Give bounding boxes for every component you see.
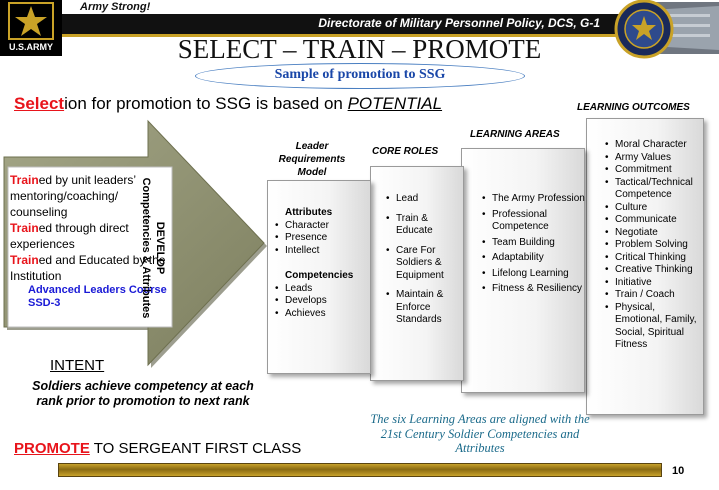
learning-areas-panel: The Army ProfessionProfessional Competen… [461, 148, 585, 393]
army-logo-text: U.S.ARMY [8, 42, 53, 52]
seal-icon [614, 0, 719, 59]
star-icon [8, 2, 54, 40]
competency-item: Leads [275, 283, 375, 296]
promote-statement: PROMOTE TO SERGEANT FIRST CLASS [14, 440, 301, 457]
learning-outcome-item: Culture [605, 202, 703, 215]
header-bar [60, 14, 620, 34]
learning-outcome-item: Negotiate [605, 227, 703, 240]
learning-outcome-item: Train / Coach [605, 289, 703, 302]
training-list: Trained by unit leaders’ mentoring/coach… [10, 172, 170, 310]
core-role-item: Maintain & Enforce Standards [386, 289, 462, 327]
competency-item: Develops [275, 295, 375, 308]
directorate-label: Directorate of Military Personnel Policy… [318, 16, 600, 30]
training-item-experience: Trained through direct experiences [10, 220, 170, 252]
competency-item: Achieves [275, 308, 375, 321]
attributes-list: CharacterPresenceIntellect [275, 220, 375, 258]
learning-outcome-item: Creative Thinking [605, 264, 703, 277]
potential-keyword: POTENTIAL [347, 94, 443, 113]
learning-outcomes-panel: Moral CharacterArmy ValuesCommitmentTact… [586, 118, 704, 415]
learning-outcome-item: Moral Character [605, 139, 703, 152]
train-keyword: Train [10, 253, 39, 267]
selection-statement: Selection for promotion to SSG is based … [14, 94, 442, 114]
army-strong-tagline: Army Strong! [80, 1, 151, 13]
learning-outcomes-heading: LEARNING OUTCOMES [577, 102, 690, 113]
learning-outcome-item: Problem Solving [605, 239, 703, 252]
page-number: 10 [672, 465, 685, 477]
header-gold-rule [60, 34, 620, 37]
learning-outcome-item: Army Values [605, 152, 703, 165]
develop-subheading: Competencies & Attributes [140, 177, 152, 319]
attribute-item: Character [275, 220, 375, 233]
core-roles-heading: CORE ROLES [372, 146, 439, 157]
core-roles-list: LeadTrain & EducateCare For Soldiers & E… [386, 193, 462, 334]
intent-statement: Soldiers achieve competency at each rank… [32, 379, 254, 408]
core-role-item: Care For Soldiers & Equipment [386, 245, 462, 283]
institution-note: Advanced Leaders Course SSD-3 [28, 284, 167, 309]
training-item-text: ed through direct experiences [10, 221, 129, 251]
intent-label: INTENT [50, 357, 105, 374]
train-keyword: Train [10, 221, 39, 235]
learning-area-item: Fitness & Resiliency [482, 283, 586, 296]
learning-outcomes-list: Moral CharacterArmy ValuesCommitmentTact… [605, 139, 703, 352]
core-roles-panel: LeadTrain & EducateCare For Soldiers & E… [370, 166, 464, 381]
learning-area-item: Team Building [482, 237, 586, 250]
training-item-institution: Trained and Educated by the Institution [10, 252, 170, 284]
attribute-item: Presence [275, 232, 375, 245]
leader-model-heading: Leader Requirements Model [278, 141, 346, 178]
select-keyword: Select [14, 94, 65, 113]
develop-label: DEVELOP Competencies & Attributes [127, 163, 167, 333]
learning-outcome-item: Physical, Emotional, Family, Social, Spi… [605, 302, 703, 352]
core-role-item: Lead [386, 193, 462, 206]
learning-area-item: Lifelong Learning [482, 268, 586, 281]
learning-outcome-item: Initiative [605, 277, 703, 290]
army-logo: U.S.ARMY [0, 0, 62, 56]
learning-outcome-item: Tactical/Technical Competence [605, 177, 703, 202]
learning-areas-note: The six Learning Areas are aligned with … [370, 412, 590, 455]
leader-model-panel: Attributes CharacterPresenceIntellect Co… [267, 180, 371, 374]
army-g1-seal [606, 0, 719, 60]
footer-bar [58, 463, 662, 477]
subtitle-oval [195, 63, 525, 89]
learning-area-item: Adaptability [482, 252, 586, 265]
promote-keyword: PROMOTE [14, 440, 90, 457]
learning-areas-heading: LEARNING AREAS [470, 129, 560, 140]
attribute-item: Intellect [275, 245, 375, 258]
training-item-text: ed by unit leaders’ mentoring/coaching/ … [10, 173, 136, 219]
develop-arrow [3, 119, 267, 368]
develop-heading: DEVELOP [154, 221, 166, 275]
learning-outcome-item: Commitment [605, 164, 703, 177]
attributes-heading: Attributes [285, 207, 333, 218]
learning-outcome-item: Communicate [605, 214, 703, 227]
page-title: SELECT – TRAIN – PROMOTE [177, 34, 542, 64]
learning-outcome-item: Critical Thinking [605, 252, 703, 265]
training-item-text: ed and Educated by the Institution [10, 253, 166, 283]
train-keyword: Train [10, 173, 39, 187]
selection-text: ion for promotion to SSG is based on [64, 94, 348, 113]
learning-area-item: Professional Competence [482, 209, 586, 234]
learning-areas-list: The Army ProfessionProfessional Competen… [482, 193, 586, 299]
learning-area-item: The Army Profession [482, 193, 586, 206]
promote-text: TO SERGEANT FIRST CLASS [89, 440, 302, 457]
page-subtitle: Sample of promotion to SSG [274, 67, 446, 82]
training-item-mentoring: Trained by unit leaders’ mentoring/coach… [10, 172, 170, 220]
core-role-item: Train & Educate [386, 213, 462, 238]
competencies-heading: Competencies [285, 270, 354, 281]
competencies-list: LeadsDevelopsAchieves [275, 283, 375, 321]
